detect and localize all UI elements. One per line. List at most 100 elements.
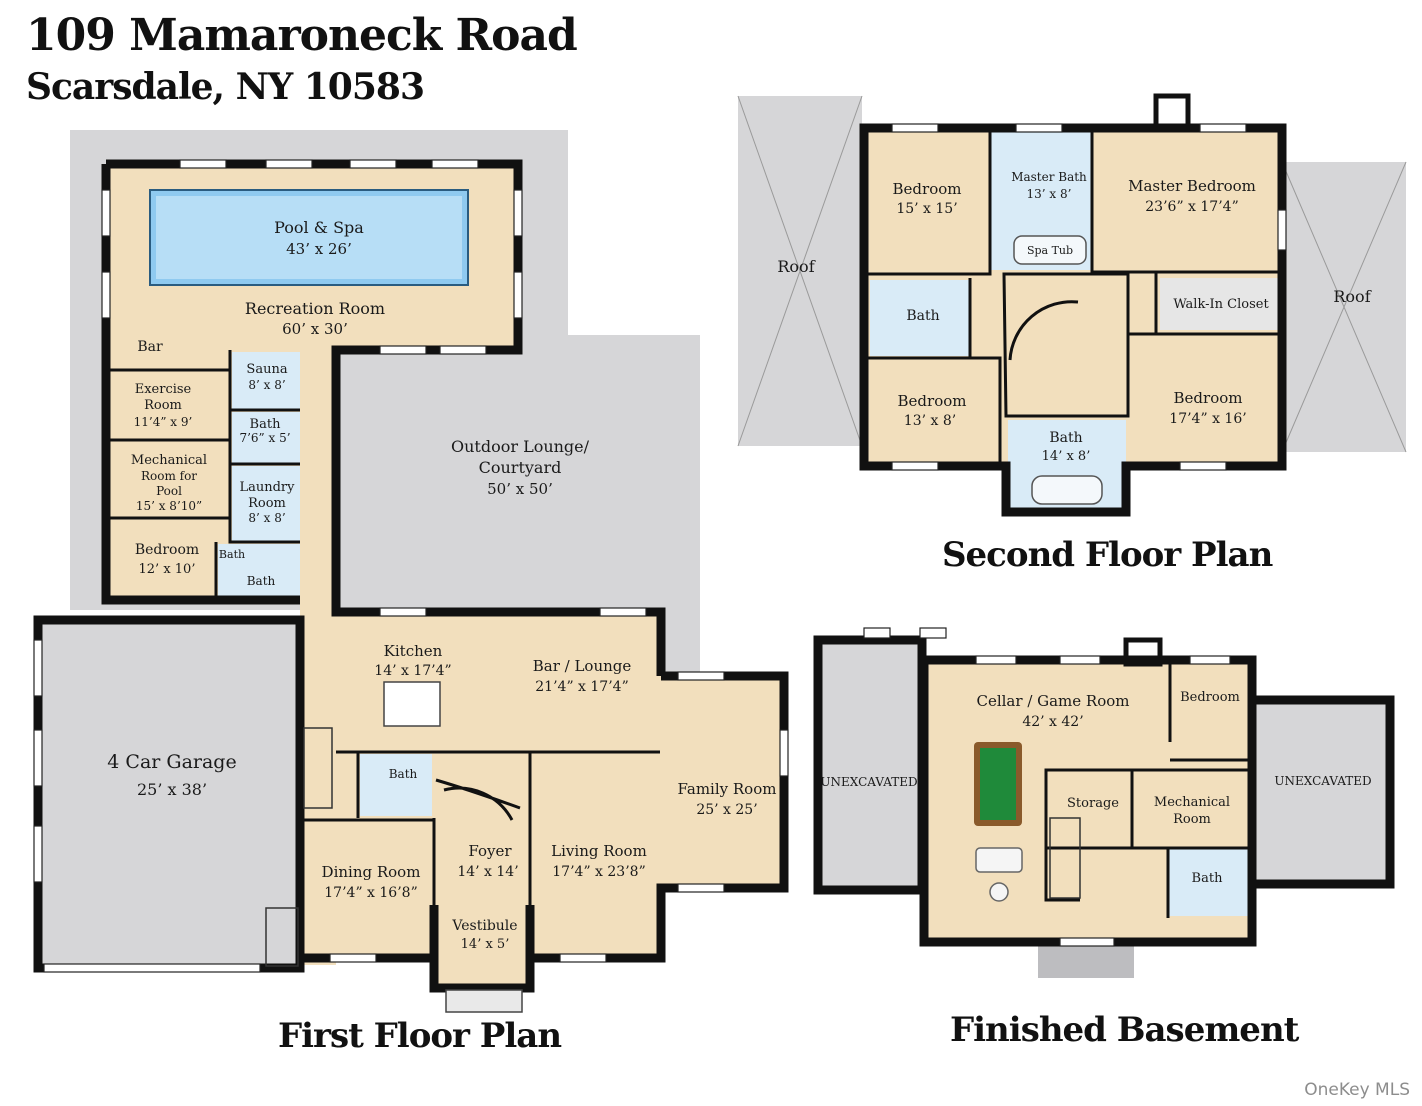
walk-in-closet-label: Walk-In Closet bbox=[1173, 297, 1269, 312]
garage-stair bbox=[265, 907, 299, 967]
outdoor-lounge-label: Outdoor Lounge/ bbox=[451, 437, 590, 456]
mechanical-room-size: 15’ x 8’10” bbox=[136, 499, 202, 513]
garage-size: 25’ x 38’ bbox=[137, 780, 207, 799]
first-floor-title: First Floor Plan bbox=[278, 1016, 562, 1056]
vestibule-floor bbox=[434, 908, 530, 988]
service-partitions bbox=[106, 350, 300, 598]
basement-walls bbox=[919, 655, 1257, 947]
window bbox=[1015, 123, 1063, 133]
mechanical-room-label-2: Room for bbox=[141, 469, 197, 483]
bedroom2-size: 13’ x 8’ bbox=[904, 413, 956, 429]
sofa bbox=[975, 847, 1023, 873]
exercise-room-label-2: Room bbox=[144, 398, 182, 413]
window bbox=[33, 639, 43, 697]
laundry-room-label: Laundry bbox=[239, 480, 295, 495]
outdoor-lounge-label-2: Courtyard bbox=[479, 458, 562, 477]
basement-stair bbox=[1049, 817, 1081, 899]
window bbox=[1059, 655, 1101, 665]
kitchen-island bbox=[383, 681, 441, 727]
kitchen-size: 14’ x 17’4” bbox=[374, 663, 451, 679]
cellar-label: Cellar / Game Room bbox=[976, 692, 1129, 710]
window bbox=[559, 953, 607, 963]
unexcavated-right-label: UNEXCAVATED bbox=[1274, 774, 1371, 788]
mechanical-room-label-3: Pool bbox=[156, 484, 182, 498]
bath-a-label: Bath bbox=[250, 417, 282, 432]
window bbox=[349, 159, 397, 169]
bath-a-size: 7’6” x 5’ bbox=[239, 431, 290, 445]
window bbox=[379, 607, 427, 617]
second-floor-title: Second Floor Plan bbox=[942, 535, 1273, 575]
walk-in-closet-floor bbox=[1160, 278, 1278, 330]
window bbox=[975, 655, 1017, 665]
master-bath-size: 13’ x 8’ bbox=[1027, 187, 1072, 201]
roof-right-label: Roof bbox=[1333, 287, 1371, 306]
bar-lounge-size: 21’4” x 17’4” bbox=[535, 679, 628, 695]
bath-d-label: Bath bbox=[389, 767, 418, 781]
window bbox=[101, 189, 111, 237]
basement-partitions bbox=[1044, 662, 1252, 918]
pool-size: 43’ x 26’ bbox=[286, 240, 352, 258]
roof-left-label: Roof bbox=[777, 257, 815, 276]
window bbox=[677, 671, 725, 681]
window bbox=[431, 159, 479, 169]
window bbox=[1199, 123, 1247, 133]
window bbox=[779, 729, 789, 777]
master-bedroom-label: Master Bedroom bbox=[1128, 177, 1256, 195]
sauna-label: Sauna bbox=[246, 362, 287, 377]
property-address: 109 Mamaroneck Road bbox=[26, 10, 578, 61]
basement-mechanical-label: Mechanical bbox=[1154, 795, 1230, 810]
guest-bedroom-size: 12’ x 10’ bbox=[139, 562, 196, 577]
basement-bedroom-label: Bedroom bbox=[1180, 690, 1240, 705]
window bbox=[1189, 655, 1231, 665]
master-bedroom-size: 23’6” x 17’4” bbox=[1145, 199, 1238, 215]
spa-tub-label: Spa Tub bbox=[1027, 244, 1073, 257]
garage-door bbox=[43, 963, 261, 973]
bar-small-label: Bar bbox=[137, 339, 163, 355]
first-floor-plan: Pool & Spa 43’ x 26’ Recreation Room 60’… bbox=[33, 130, 789, 1013]
property-city: Scarsdale, NY 10583 bbox=[26, 66, 425, 108]
foyer-stair bbox=[435, 778, 521, 821]
bath-d-floor bbox=[360, 754, 432, 816]
second-floor-plan: Roof Roof Bedroom 15’ x 15’ Master Bath … bbox=[737, 93, 1407, 517]
storage-label: Storage bbox=[1067, 796, 1119, 811]
roof-left-ridge bbox=[737, 95, 863, 447]
window bbox=[329, 953, 377, 963]
window bbox=[379, 345, 427, 355]
sauna-floor bbox=[232, 352, 300, 410]
window bbox=[33, 825, 43, 883]
roof-right-ridge bbox=[1281, 161, 1407, 453]
hall-stair bbox=[303, 727, 333, 809]
pool-table-felt bbox=[980, 748, 1016, 820]
window bbox=[33, 729, 43, 787]
vestibule-label: Vestibule bbox=[451, 918, 517, 934]
window bbox=[863, 627, 891, 639]
bath2-size: 14’ x 8’ bbox=[1042, 449, 1091, 464]
bath-b-floor bbox=[218, 544, 300, 598]
bath1-floor bbox=[870, 280, 970, 356]
bedroom1-size: 15’ x 15’ bbox=[896, 201, 957, 217]
exercise-room-size: 11’4” x 9’ bbox=[134, 415, 193, 429]
second-floor-partitions bbox=[866, 130, 1280, 466]
window bbox=[677, 883, 725, 893]
window bbox=[1179, 461, 1227, 471]
bath2-label: Bath bbox=[1049, 430, 1082, 446]
vestibule-size: 14’ x 5’ bbox=[461, 937, 510, 952]
window bbox=[891, 461, 939, 471]
unexcavated-left bbox=[818, 640, 922, 890]
spa-tub bbox=[1013, 235, 1087, 265]
bedroom1-label: Bedroom bbox=[893, 180, 962, 198]
exercise-room-label: Exercise bbox=[135, 382, 192, 397]
bedroom3-label: Bedroom bbox=[1174, 389, 1243, 407]
outdoor-lounge-size: 50’ x 50’ bbox=[487, 480, 553, 498]
window bbox=[513, 271, 523, 319]
master-bath-label: Master Bath bbox=[1011, 170, 1087, 184]
window bbox=[599, 607, 647, 617]
foyer-size: 14’ x 14’ bbox=[457, 864, 518, 880]
family-room-size: 25’ x 25’ bbox=[696, 802, 757, 818]
laundry-room-size: 8’ x 8’ bbox=[248, 511, 285, 525]
window bbox=[439, 345, 487, 355]
garage-area bbox=[38, 620, 300, 970]
bath-b-label: Bath bbox=[219, 548, 245, 561]
laundry-floor bbox=[232, 466, 300, 542]
side-table bbox=[989, 882, 1009, 902]
